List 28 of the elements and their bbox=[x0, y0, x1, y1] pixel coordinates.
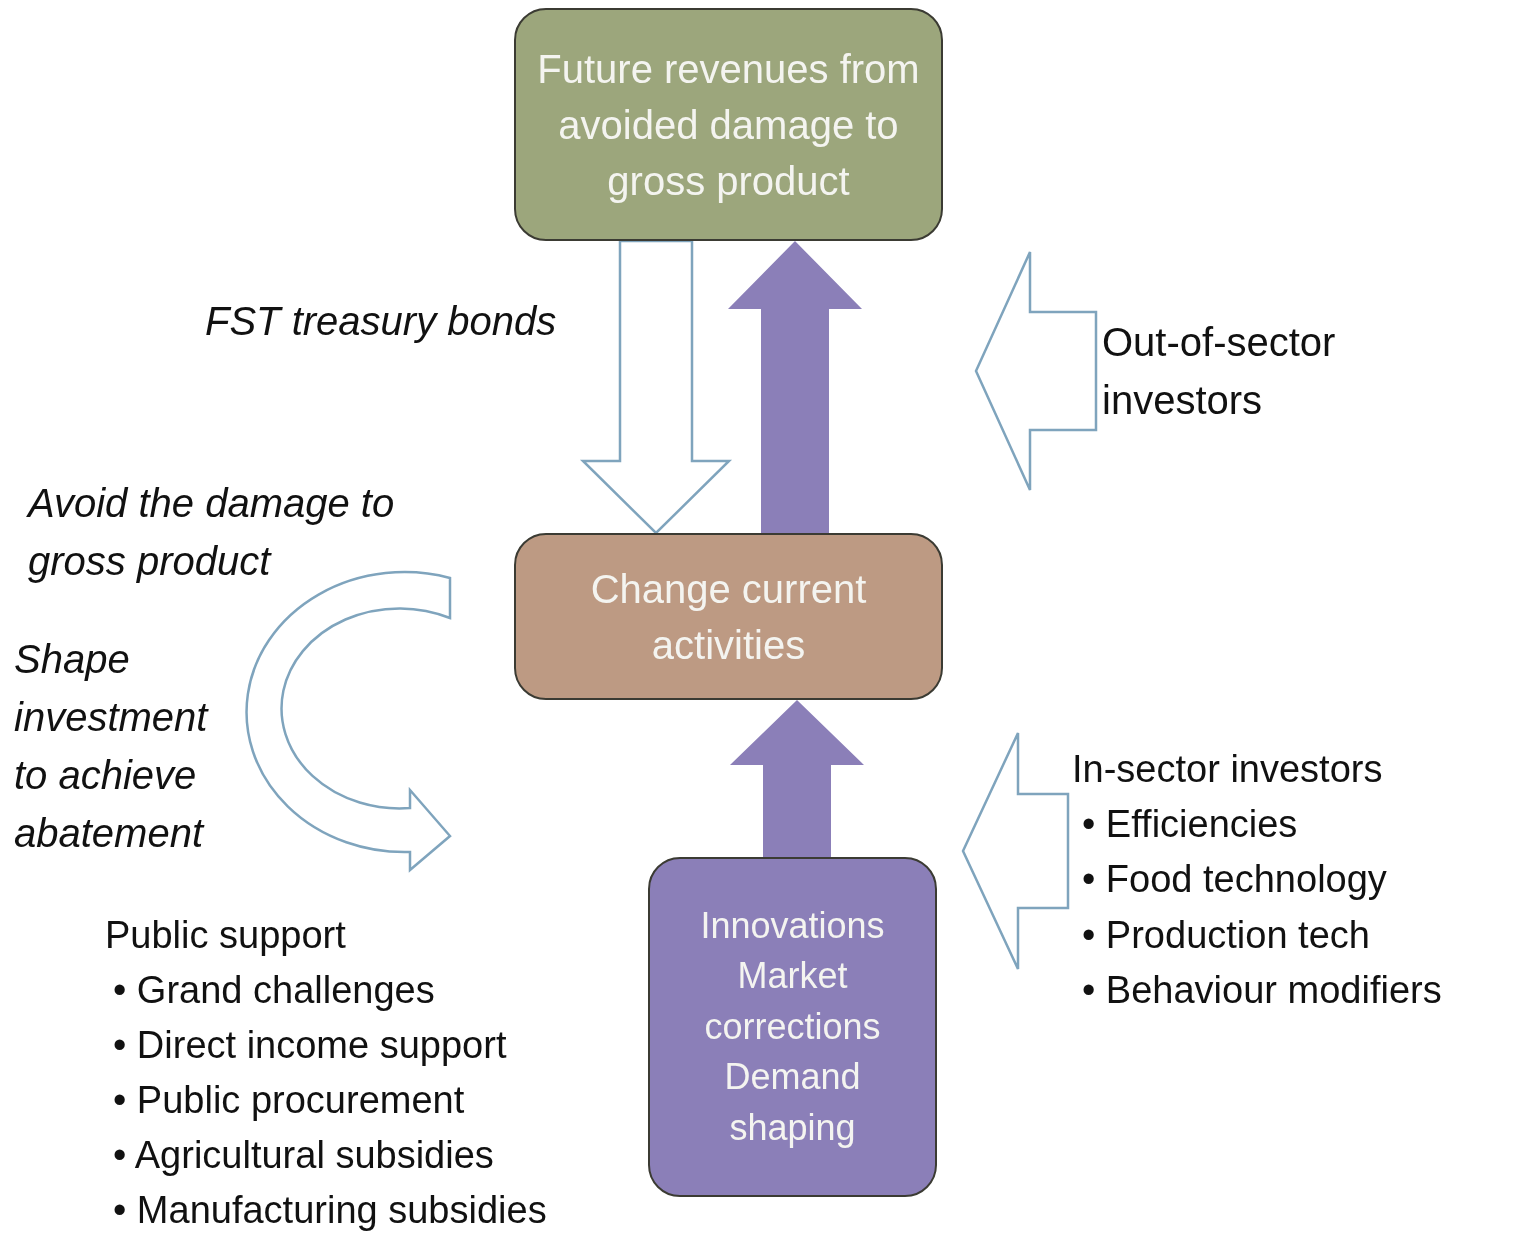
bullet-item: • Grand challenges bbox=[113, 968, 436, 1013]
block-arrow bbox=[730, 700, 864, 857]
process-box bbox=[648, 857, 937, 1197]
outline-arrow bbox=[974, 250, 1098, 492]
bullet-item: • Agricultural subsidies bbox=[113, 1133, 495, 1178]
box-text: Demand shaping bbox=[723, 1055, 862, 1150]
block-arrow bbox=[728, 241, 862, 533]
note-text: Shape investment to achieve abatement bbox=[14, 636, 210, 857]
bullet-item: • Direct income support bbox=[113, 1023, 508, 1068]
list-heading: In-sector investors bbox=[1072, 747, 1384, 793]
bullet-item: • Production tech bbox=[1082, 912, 1371, 958]
box-text: Market corrections bbox=[703, 954, 882, 1049]
bullet-item: • Behaviour modifiers bbox=[1082, 967, 1443, 1013]
bullet-item: • Public procurement bbox=[113, 1078, 466, 1123]
investor-text: Out-of-sector investors bbox=[1096, 312, 1426, 430]
edge-label: FST treasury bonds bbox=[205, 298, 558, 345]
box-text: Change current activities bbox=[589, 565, 868, 669]
bullet-item: • Manufacturing subsidies bbox=[113, 1188, 547, 1233]
bullet-item: • Food technology bbox=[1082, 857, 1388, 903]
list-heading: Public support bbox=[105, 913, 347, 958]
process-box bbox=[514, 533, 943, 700]
outline-arrow bbox=[579, 239, 733, 535]
bullet-item: • Efficiencies bbox=[1082, 802, 1299, 848]
note-text: Avoid the damage to gross product bbox=[28, 480, 396, 585]
process-box bbox=[514, 8, 943, 241]
outline-arrow bbox=[961, 731, 1070, 971]
box-text: Innovations bbox=[700, 904, 885, 948]
box-text: Future revenues from avoided damage to gross product bbox=[536, 45, 921, 205]
